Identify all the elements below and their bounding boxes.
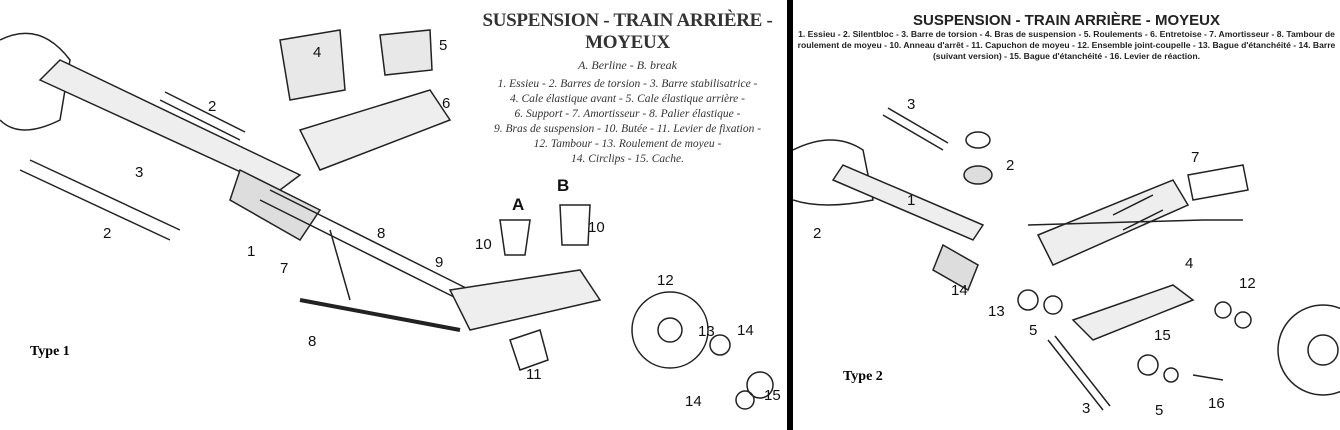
legend-line: 14. Circlips - 15. Cache.	[571, 153, 684, 165]
callout: 4	[313, 44, 322, 61]
type2-legend: 1. Essieu - 2. Silentbloc - 3. Barre de …	[793, 29, 1340, 62]
type1-title: SUSPENSION - TRAIN ARRIÈRE - MOYEUX	[482, 10, 773, 53]
callout: 7	[280, 260, 289, 277]
legend-line: (suivant version) - 15. Bague d'étanchéi…	[932, 51, 1201, 61]
legend-line: 6. Support - 7. Amortisseur - 8. Palier …	[514, 108, 741, 120]
callout: 5	[1029, 322, 1038, 339]
callout: 14	[685, 393, 702, 410]
callout: 1	[907, 192, 916, 209]
callout: 16	[1208, 395, 1225, 412]
legend-line: 12. Tambour - 13. Roulement de moyeu -	[533, 138, 722, 150]
callout: 2	[1006, 157, 1015, 174]
callout: 9	[435, 254, 444, 271]
type1-title-block: SUSPENSION - TRAIN ARRIÈRE - MOYEUX A. B…	[470, 10, 785, 167]
type1-label: Type 1	[30, 344, 70, 359]
callout: 14	[737, 322, 754, 339]
callout: 2	[103, 225, 112, 242]
type1-diagram-panel: SUSPENSION - TRAIN ARRIÈRE - MOYEUX A. B…	[0, 10, 785, 410]
type2-diagram-panel: SUSPENSION - TRAIN ARRIÈRE - MOYEUX 1. E…	[793, 0, 1340, 430]
callout: 3	[135, 164, 144, 181]
callout: B	[557, 176, 570, 195]
type2-title-block: SUSPENSION - TRAIN ARRIÈRE - MOYEUX 1. E…	[793, 12, 1340, 62]
callout: 6	[442, 95, 451, 112]
panel-divider	[787, 0, 793, 430]
callout: 2	[813, 225, 822, 242]
legend-line: 1. Essieu - 2. Barres de torsion - 3. Ba…	[497, 78, 758, 90]
legend-line: roulement de moyeu - 10. Anneau d'arrêt …	[797, 40, 1336, 50]
callout: A	[512, 195, 525, 214]
callout: 10	[588, 219, 605, 236]
legend-line: 9. Bras de suspension - 10. Butée - 11. …	[493, 123, 762, 135]
callout: 12	[657, 272, 674, 289]
legend-line: 1. Essieu - 2. Silentbloc - 3. Barre de …	[798, 29, 1335, 39]
callout: 15	[1154, 327, 1171, 344]
callout: 3	[1082, 400, 1091, 417]
callout: 5	[1155, 402, 1164, 419]
callout: 5	[439, 37, 448, 54]
legend-line: 4. Cale élastique avant - 5. Cale élasti…	[510, 93, 745, 105]
type2-title: SUSPENSION - TRAIN ARRIÈRE - MOYEUX	[913, 12, 1220, 29]
callout: 3	[907, 96, 916, 113]
callout: 12	[1239, 275, 1256, 292]
callout: 11	[526, 366, 542, 383]
type1-subtitle: A. Berline - B. break	[578, 58, 677, 72]
type1-legend: 1. Essieu - 2. Barres de torsion - 3. Ba…	[470, 77, 785, 167]
callout: 13	[698, 323, 715, 340]
callout: 15	[764, 387, 781, 404]
callout: 13	[988, 303, 1005, 320]
callout: 8	[377, 225, 386, 242]
type2-exploded-view-drawing	[793, 107, 1340, 411]
type1-exploded-view-drawing	[0, 29, 774, 410]
callout: 2	[208, 98, 217, 115]
type2-label: Type 2	[843, 369, 883, 384]
callout: 7	[1191, 149, 1200, 166]
callout: 8	[308, 333, 317, 350]
callout: 10	[475, 236, 492, 253]
callout: 1	[247, 243, 256, 260]
callout: 14	[951, 282, 968, 299]
callout: 4	[1185, 255, 1194, 272]
